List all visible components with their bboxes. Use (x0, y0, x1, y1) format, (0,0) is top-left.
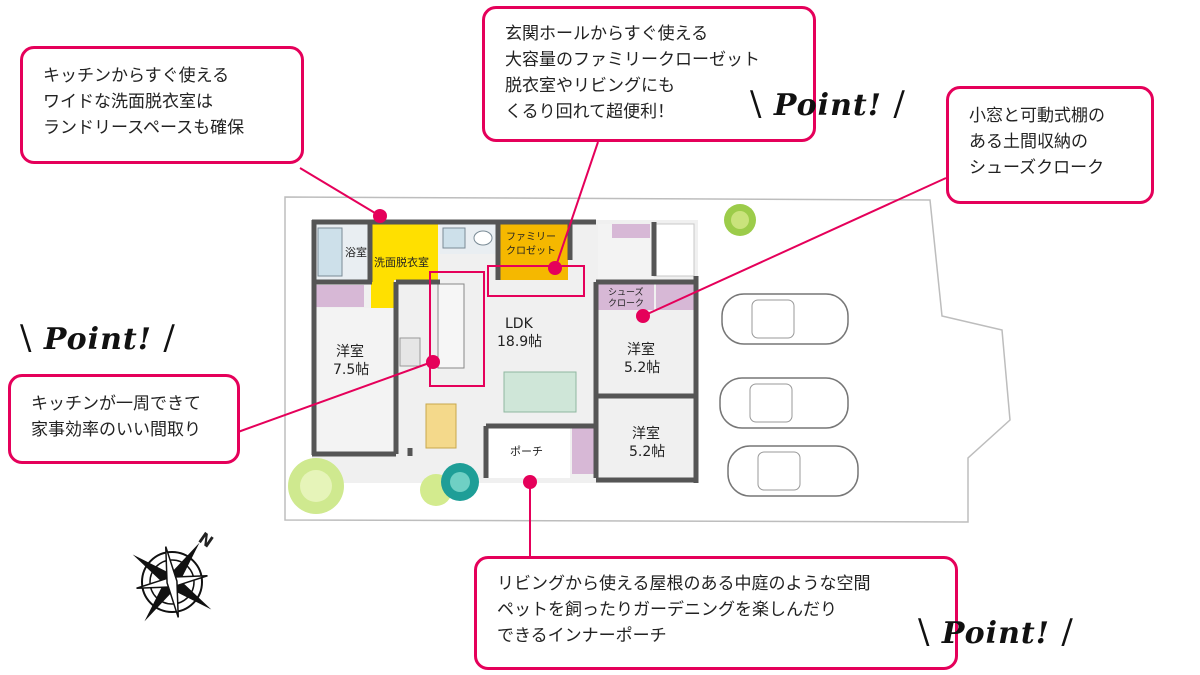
washroom-highlight (371, 224, 438, 280)
pantry (399, 337, 421, 367)
callout-kitchen: キッチンが一周できて 家事効率のいい間取り (8, 374, 240, 464)
callout-connectors (237, 141, 947, 558)
callout-family-closet: 玄関ホールからすぐ使える 大容量のファミリークローゼット 脱衣室やリビングにも … (482, 6, 816, 142)
tree-icon (441, 463, 479, 501)
western3-label-1: 洋室 (632, 425, 660, 442)
western1-label-1: 洋室 (336, 343, 364, 360)
callout-line: リビングから使える屋根のある中庭のような空間 (497, 574, 871, 594)
callout-line: ある土間収納の (969, 132, 1088, 152)
toilet-fixture (442, 227, 466, 249)
callout-line: くるり回れて超便利！ (505, 102, 675, 122)
walls (311, 219, 699, 483)
genkan-tiles (653, 223, 695, 277)
car-icon (719, 377, 849, 429)
callout-line: 小窓と可動式棚の (969, 106, 1105, 126)
western3-label-2: 5.2帖 (629, 444, 665, 460)
western1-label-2: 7.5帖 (333, 362, 369, 378)
western2-label-2: 5.2帖 (624, 360, 660, 376)
callout-line: キッチンからすぐ使える (43, 66, 230, 86)
callout-line: 家事効率のいい間取り (31, 420, 201, 440)
dining-table (425, 403, 457, 449)
shoe-cloak-room (598, 284, 654, 310)
compass-north-label: N (195, 528, 217, 551)
entry-storage (612, 224, 650, 238)
family-closet-label-1: ファミリー (506, 232, 556, 243)
callout-line: ランドリースペースも確保 (43, 118, 245, 138)
point-text: Point! (773, 88, 882, 123)
car-icon (721, 293, 849, 345)
washroom-lower (371, 280, 394, 308)
point-badge: \ Point! / (20, 318, 176, 358)
western2-label-1: 洋室 (627, 341, 655, 358)
callout-line: できるインナーポーチ (497, 626, 667, 646)
callout-line: ワイドな洗面脱衣室は (43, 92, 213, 112)
compass-icon (132, 542, 212, 622)
callout-laundry: キッチンからすぐ使える ワイドな洗面脱衣室は ランドリースペースも確保 (20, 46, 304, 164)
bath-label: 浴室 (345, 245, 367, 259)
shoe-cloak-label-1: シューズ (608, 286, 644, 298)
toilet-bowl (473, 230, 493, 246)
callout-line: 脱衣室やリビングにも (505, 76, 675, 96)
point-text: Point! (43, 322, 152, 357)
callout-dots (373, 209, 650, 489)
washroom-label: 洗面脱衣室 (374, 255, 429, 269)
callout-line: キッチンが一周できて (31, 394, 201, 414)
western1-closet (316, 285, 364, 307)
callout-shoe-cloak: 小窓と可動式棚の ある土間収納の シューズクローク (946, 86, 1154, 204)
kitchen-highlight-box (429, 271, 485, 387)
point-badge: \ Point! / (918, 612, 1074, 652)
sofa (503, 371, 577, 413)
ldk-label-1: LDK (505, 316, 534, 332)
callout-line: シューズクローク (969, 158, 1105, 178)
tree-icon (724, 204, 756, 236)
ldk-label-2: 18.9帖 (497, 334, 542, 350)
callout-line: ペットを飼ったりガーデニングを楽しんだり (497, 600, 837, 620)
callout-line: 玄関ホールからすぐ使える (505, 24, 709, 44)
callout-line: 大容量のファミリークローゼット (505, 50, 760, 70)
point-text: Point! (941, 616, 1050, 651)
point-badge: \ Point! / (750, 84, 906, 124)
bathtub (317, 227, 343, 277)
shoe-cloak-label-2: クローク (608, 298, 644, 309)
kitchen-counter (437, 283, 465, 369)
family-closet-label-2: クロゼット (506, 245, 556, 257)
closet-highlight-box (487, 265, 585, 297)
western1-room (316, 308, 394, 454)
shoe-cloak-storage (656, 284, 694, 310)
tree-icon (288, 458, 344, 514)
callout-porch: リビングから使える屋根のある中庭のような空間 ペットを飼ったりガーデニングを楽し… (474, 556, 958, 670)
western3-closet (572, 428, 596, 474)
car-icon (727, 445, 859, 497)
porch-floor (488, 428, 570, 478)
porch-label: ポーチ (510, 445, 543, 458)
